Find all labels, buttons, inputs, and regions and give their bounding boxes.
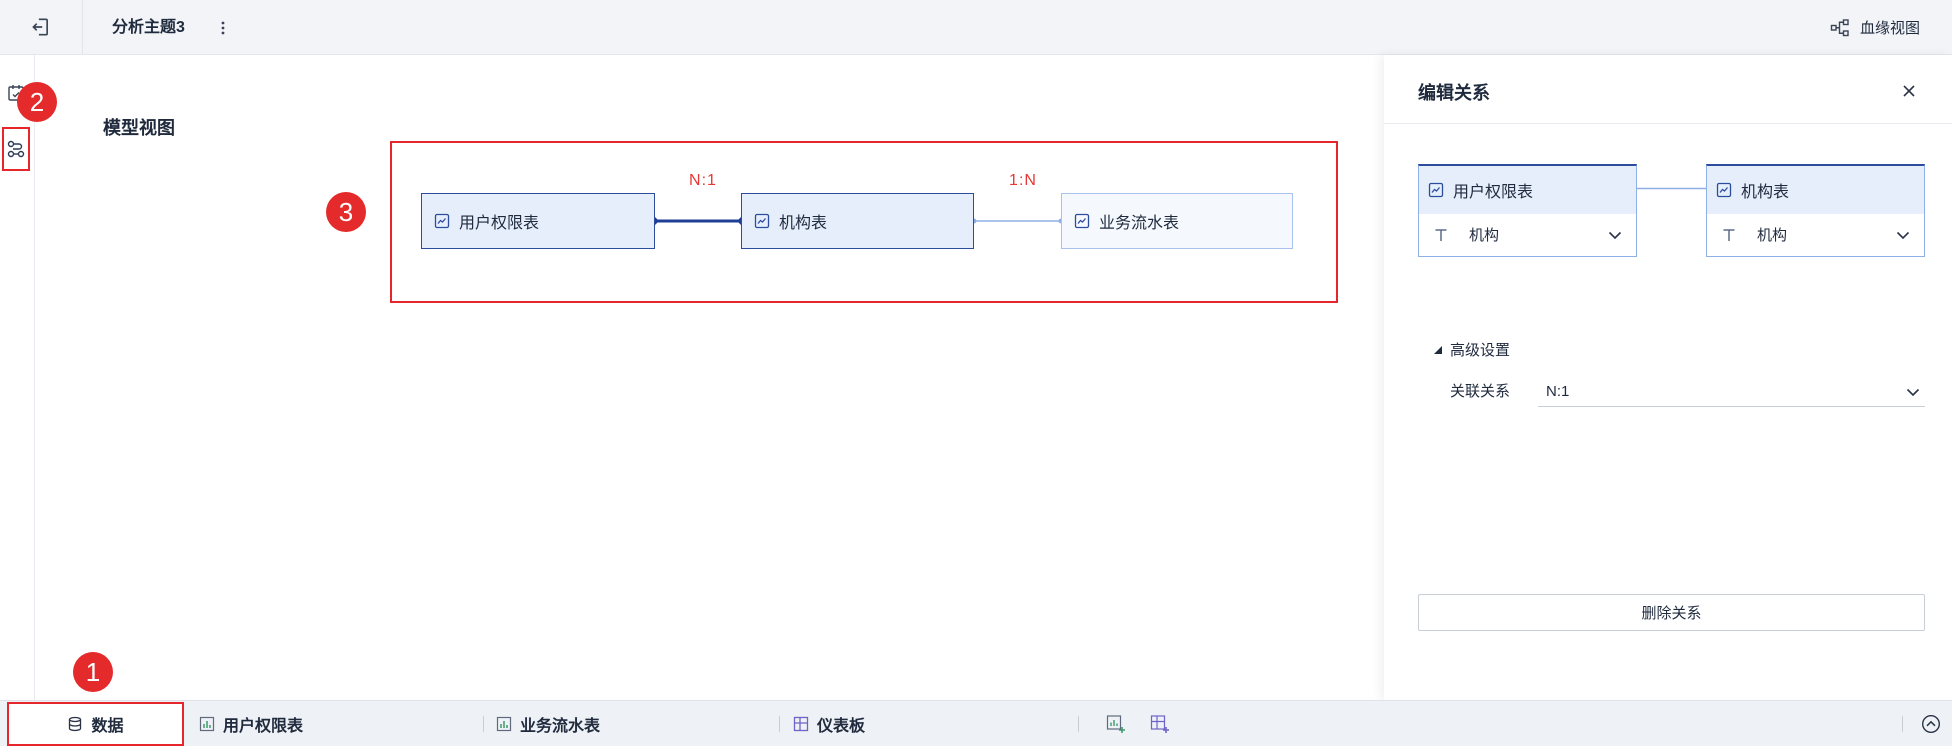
tab-divider bbox=[483, 716, 484, 732]
relation-icon bbox=[7, 140, 25, 158]
field-name: 机构 bbox=[1469, 227, 1500, 244]
edit-relation-panel: 编辑关系 用户权限表 机构 bbox=[1384, 55, 1952, 700]
relation-connector-1[interactable] bbox=[651, 213, 745, 229]
top-bar-divider bbox=[82, 0, 83, 55]
lineage-icon bbox=[1830, 18, 1849, 36]
tab-label: 用户权限表 bbox=[223, 717, 304, 735]
table-icon bbox=[434, 213, 450, 229]
panel-title: 编辑关系 bbox=[1418, 83, 1490, 103]
close-icon bbox=[1903, 85, 1915, 97]
card-table-name: 用户权限表 bbox=[1453, 184, 1534, 201]
tab-dashboard[interactable]: 仪表板 bbox=[793, 701, 865, 746]
card-header: 机构表 bbox=[1707, 166, 1924, 214]
lineage-view-label: 血缘视图 bbox=[1860, 20, 1921, 37]
more-vertical-icon bbox=[221, 21, 225, 35]
table-node-user-permission[interactable]: 用户权限表 bbox=[421, 193, 655, 249]
more-button[interactable] bbox=[216, 17, 230, 39]
table-icon bbox=[1074, 213, 1090, 229]
annotation-highlight-box-diagram bbox=[390, 141, 1338, 303]
relation-left-table-card: 用户权限表 机构 bbox=[1418, 164, 1637, 257]
tab-divider bbox=[779, 716, 780, 732]
collapse-tabs-button[interactable] bbox=[1919, 712, 1943, 736]
add-dashboard-button[interactable] bbox=[1148, 712, 1172, 736]
bottom-tab-bar: 数据 用户权限表 业务流水表 仪表板 bbox=[0, 700, 1952, 746]
tab-label: 业务流水表 bbox=[520, 717, 601, 735]
chart-icon bbox=[496, 716, 512, 731]
relation-connector-2[interactable] bbox=[970, 213, 1065, 229]
model-canvas bbox=[35, 55, 1384, 700]
relation-type-select[interactable]: N:1 bbox=[1538, 377, 1925, 407]
table-node-label: 用户权限表 bbox=[459, 215, 540, 232]
table-icon bbox=[1716, 182, 1732, 198]
add-dashboard-icon bbox=[1150, 715, 1169, 733]
relation-label-2[interactable]: 1:N bbox=[1009, 172, 1037, 189]
delete-relation-button[interactable]: 删除关系 bbox=[1418, 594, 1925, 631]
dashboard-icon bbox=[793, 716, 809, 731]
advanced-settings-toggle[interactable]: 高级设置 bbox=[1434, 339, 1510, 360]
annotation-callout-3: 3 bbox=[326, 192, 366, 232]
exit-icon bbox=[32, 18, 48, 36]
database-icon bbox=[69, 716, 82, 732]
lineage-view-button[interactable]: 血缘视图 bbox=[1830, 0, 1920, 55]
chevron-down-icon bbox=[1608, 231, 1622, 240]
collapse-up-icon bbox=[1921, 714, 1941, 734]
left-sidebar bbox=[0, 55, 35, 700]
table-icon bbox=[1428, 182, 1444, 198]
relation-type-value: N:1 bbox=[1546, 383, 1570, 400]
right-field-select[interactable]: 机构 bbox=[1707, 214, 1924, 257]
advanced-settings-label: 高级设置 bbox=[1450, 342, 1511, 359]
card-header: 用户权限表 bbox=[1419, 166, 1636, 214]
table-node-business-flow[interactable]: 业务流水表 bbox=[1061, 193, 1293, 249]
chevron-down-icon bbox=[1896, 231, 1910, 240]
text-type-icon bbox=[1435, 229, 1447, 241]
top-bar: 分析主题3 血缘视图 bbox=[0, 0, 1952, 55]
chevron-down-icon bbox=[1906, 388, 1920, 397]
field-name: 机构 bbox=[1757, 227, 1788, 244]
table-node-label: 业务流水表 bbox=[1099, 215, 1180, 232]
add-component-button[interactable] bbox=[1104, 712, 1128, 736]
table-node-label: 机构表 bbox=[779, 215, 828, 232]
tab-divider bbox=[1902, 716, 1903, 732]
relation-right-table-card: 机构表 机构 bbox=[1706, 164, 1925, 257]
chart-icon bbox=[199, 716, 215, 731]
tab-user-permission-table[interactable]: 用户权限表 bbox=[199, 701, 303, 746]
relation-type-label: 关联关系 bbox=[1450, 383, 1511, 400]
add-chart-icon bbox=[1106, 715, 1125, 733]
table-node-organization[interactable]: 机构表 bbox=[741, 193, 974, 249]
left-field-select[interactable]: 机构 bbox=[1419, 214, 1636, 257]
relation-label-1[interactable]: N:1 bbox=[689, 172, 717, 189]
panel-divider bbox=[1384, 123, 1952, 124]
tab-divider bbox=[1078, 716, 1079, 732]
text-type-icon bbox=[1723, 229, 1735, 241]
tab-data[interactable]: 数据 bbox=[7, 702, 184, 746]
table-icon bbox=[754, 213, 770, 229]
annotation-callout-1: 1 bbox=[73, 652, 113, 692]
close-panel-button[interactable] bbox=[1899, 81, 1919, 101]
tab-business-flow-table[interactable]: 业务流水表 bbox=[496, 701, 600, 746]
subject-title: 分析主题3 bbox=[112, 19, 185, 36]
card-table-name: 机构表 bbox=[1741, 184, 1790, 201]
panel-relation-connector bbox=[1637, 187, 1706, 190]
triangle-icon bbox=[1434, 345, 1442, 354]
sidebar-model-view-button[interactable] bbox=[2, 127, 30, 171]
annotation-callout-2: 2 bbox=[17, 82, 57, 122]
tab-label: 仪表板 bbox=[817, 717, 866, 735]
exit-button[interactable] bbox=[29, 16, 53, 40]
model-view-title: 模型视图 bbox=[103, 118, 175, 138]
tab-label: 数据 bbox=[91, 718, 124, 735]
